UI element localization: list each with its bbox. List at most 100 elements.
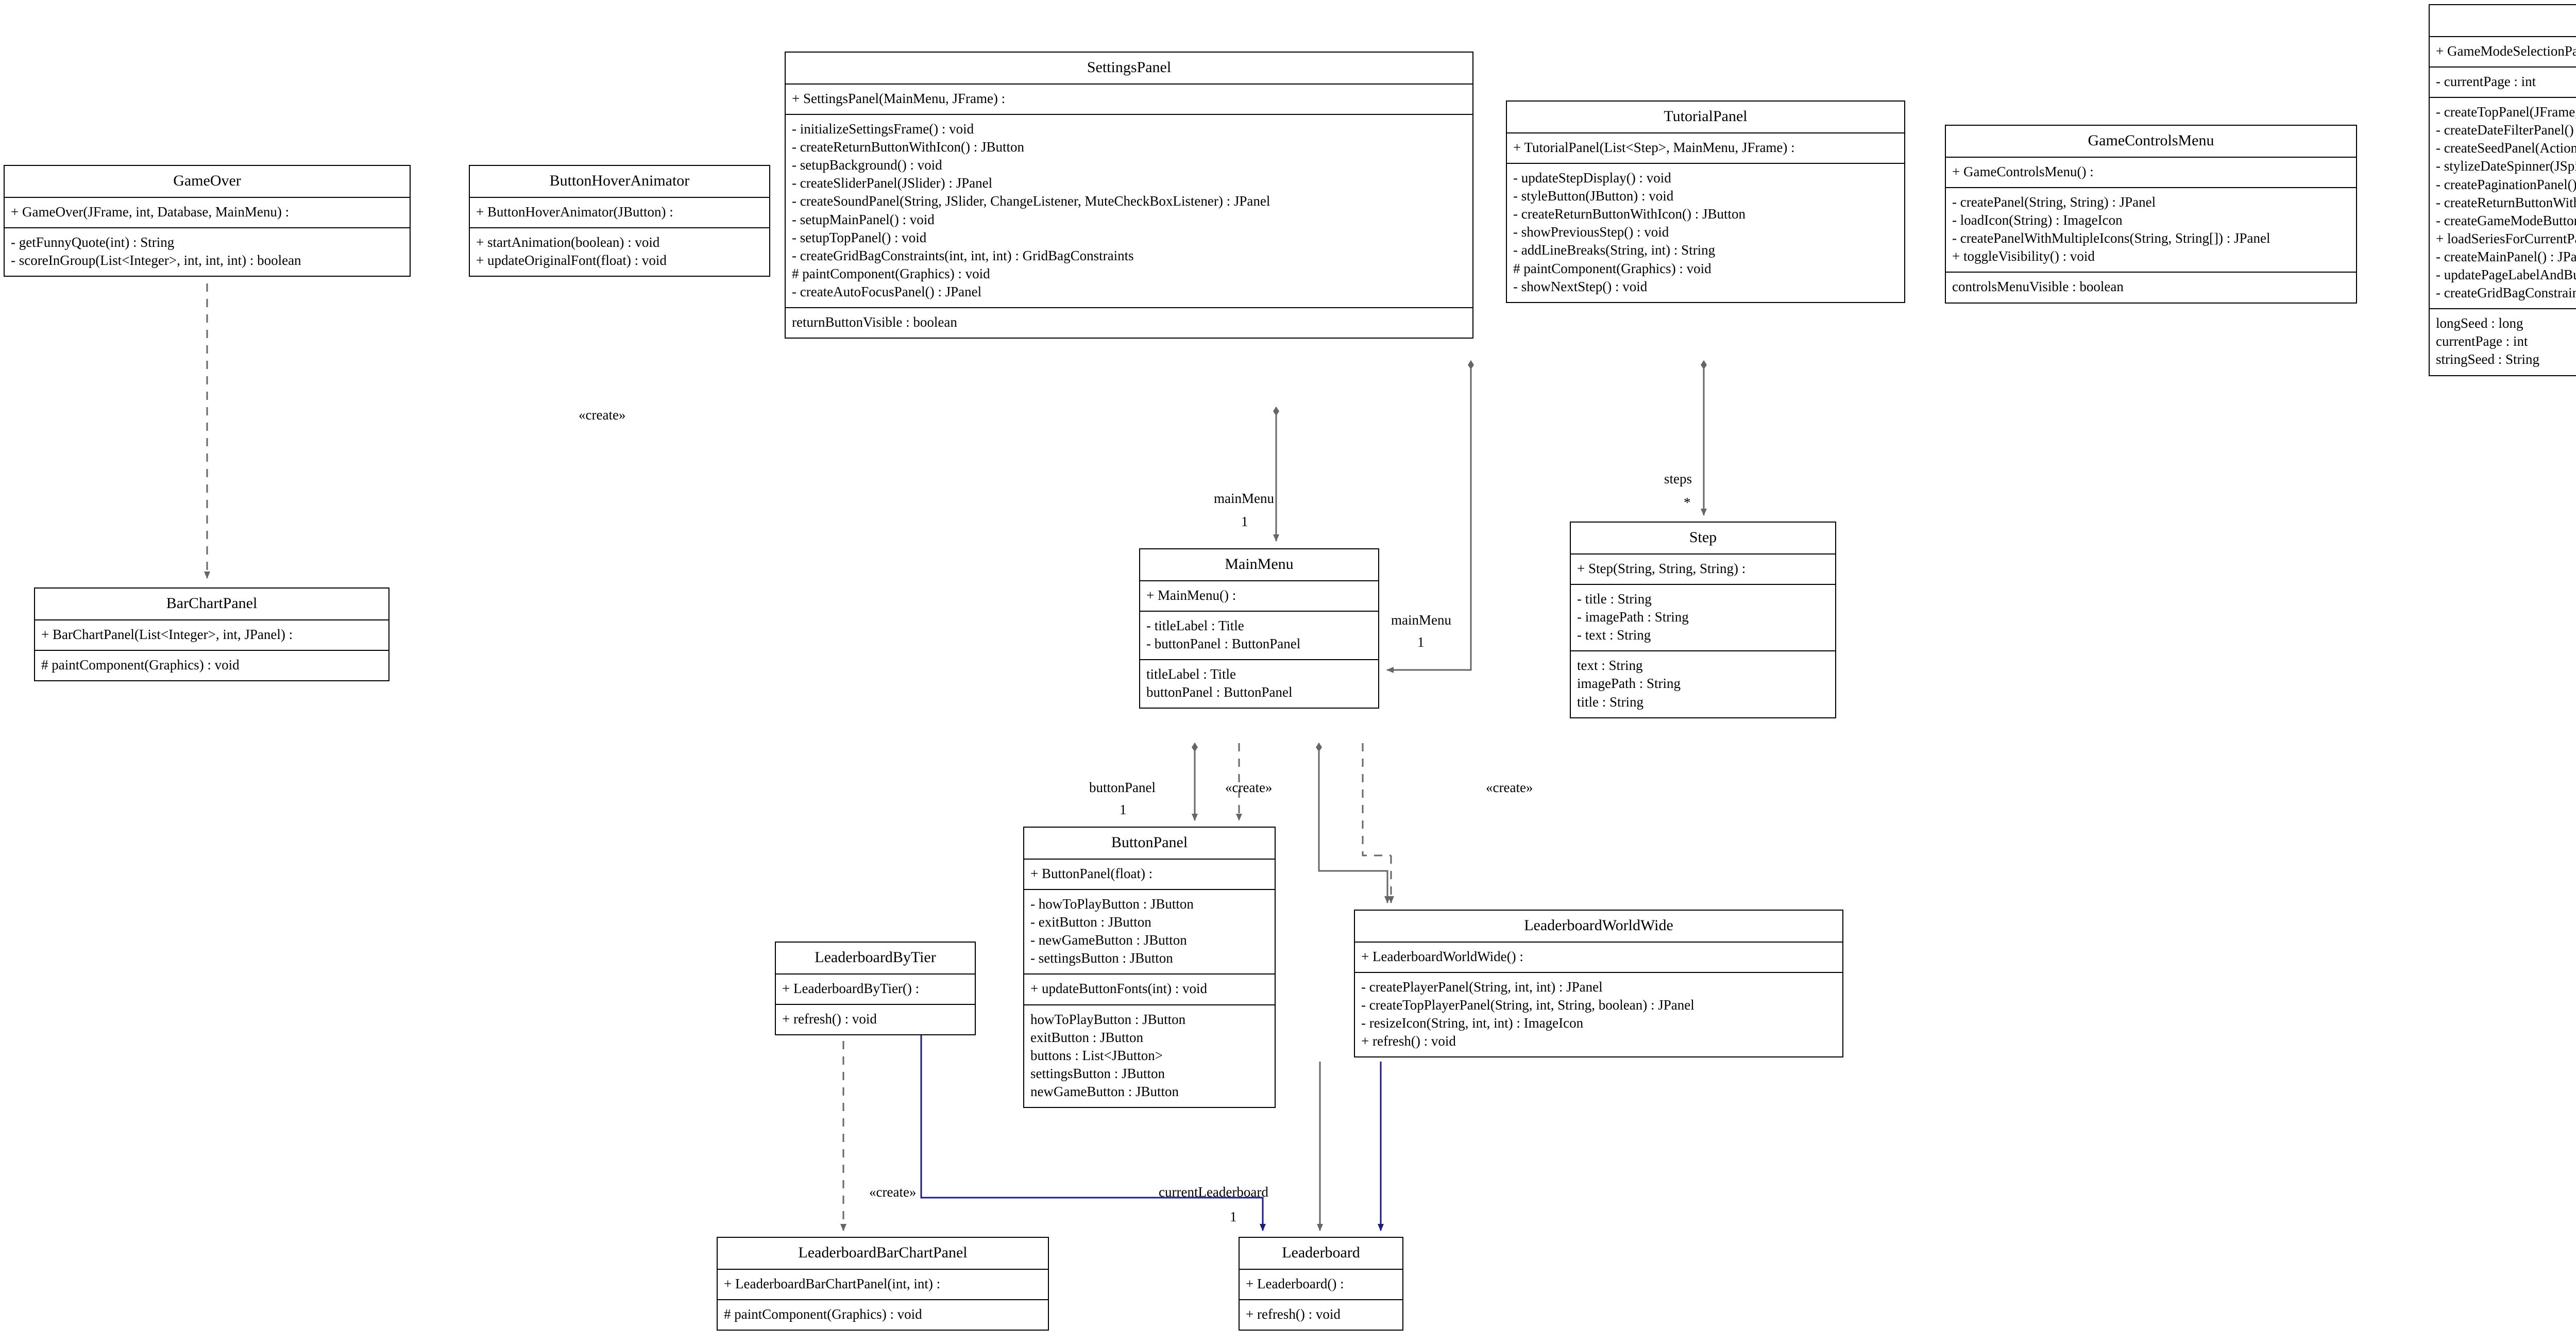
class-name-leaderboardworldwide: LeaderboardWorldWide [1355,911,1842,943]
class-member-row: - createTopPlayerPanel(String, int, Stri… [1361,997,1694,1013]
class-member-row: + TutorialPanel(List<Step>, MainMenu, JF… [1513,140,1795,155]
class-member-row: - currentPage : int [2436,74,2536,90]
class-compartment-leaderboardworldwide-constructors: + LeaderboardWorldWide() : [1355,943,1842,973]
class-member-row: - createTopPanel(JFrame, MainMenu) : JPa… [2436,104,2576,120]
class-member-row: - settingsButton : JButton [1030,950,1173,966]
class-member-row: - updatePageLabelAndButtons(int, int) : … [2436,267,2576,283]
class-name-buttonpanel: ButtonPanel [1024,828,1275,860]
class-box-gamecontrolsmenu[interactable]: GameControlsMenu + GameControlsMenu() : - … [1945,125,2357,304]
class-compartment-step-constructors: + Step(String, String, String) : [1571,555,1835,585]
class-member-row: # paintComponent(Graphics) : void [1513,260,1711,276]
class-member-row: howToPlayButton : JButton [1030,1011,1186,1027]
class-compartment-leaderboardbytier-constructors: + LeaderboardByTier() : [776,975,975,1005]
class-box-gameover[interactable]: GameOver + GameOver(JFrame, int, Database… [4,165,411,277]
class-compartment-leaderboardbarchartpanel-methods: # paintComponent(Graphics) : void [718,1300,1048,1330]
class-member-row: - title : String [1577,591,1652,607]
class-box-buttonpanel[interactable]: ButtonPanel + ButtonPanel(float) : - howTo… [1023,827,1276,1108]
class-member-row: - createPanelWithMultipleIcons(String, S… [1952,230,2270,246]
class-member-row: - setupTopPanel() : void [792,229,927,245]
class-name-gamecontrolsmenu: GameControlsMenu [1946,126,2356,158]
class-compartment-settingspanel-methods: - initializeSettingsFrame() : void- crea… [786,115,1472,309]
class-compartment-mainmenu-fields: - titleLabel : Title- buttonPanel : Butt… [1140,612,1378,661]
class-member-row: - createReturnButtonWithIcon(JFrame, Mai… [2436,194,2576,210]
class-member-row: - exitButton : JButton [1030,914,1151,930]
class-box-mainmenu[interactable]: MainMenu+ MainMenu() :- titleLabel : Tit… [1139,548,1379,709]
class-compartment-settingspanel-fields: returnButtonVisible : boolean [786,308,1472,338]
class-member-row: - createGridBagConstraints(int, int, int… [792,247,1134,263]
edge-label-create-leaderboardbytier-barchart: «create» [869,1184,917,1200]
class-member-row: + ButtonPanel(float) : [1030,866,1153,881]
class-member-row: + refresh() : void [782,1011,877,1027]
class-member-row: + refresh() : void [1246,1306,1341,1322]
edge-label-mainmenu-tutorial-multiplicity: 1 [1417,634,1425,650]
class-member-row: - createReturnButtonWithIcon() : JButton [792,139,1025,155]
class-name-leaderboardbytier: LeaderboardByTier [776,943,975,975]
class-member-row: + refresh() : void [1361,1033,1456,1049]
class-member-row: returnButtonVisible : boolean [792,314,957,330]
class-member-row: settingsButton : JButton [1030,1065,1165,1081]
class-compartment-gameover-methods: - getFunnyQuote(int) : String- scoreInGr… [5,228,410,276]
class-member-row: - updateStepDisplay() : void [1513,170,1671,186]
class-member-row: + GameControlsMenu() : [1952,164,2094,179]
edge-label-mainmenu-tutorial: mainMenu [1391,612,1451,628]
class-member-row: + SettingsPanel(MainMenu, JFrame) : [792,91,1006,106]
class-name-leaderboard: Leaderboard [1240,1238,1402,1270]
class-name-step: Step [1571,523,1835,555]
class-member-row: titleLabel : Title [1146,666,1236,682]
class-member-row: - createMainPanel() : JPanel [2436,248,2576,264]
class-box-leaderboardbytier[interactable]: LeaderboardByTier+ LeaderboardByTier() :… [775,942,976,1036]
class-compartment-leaderboardworldwide-methods: - createPlayerPanel(String, int, int) : … [1355,973,1842,1056]
class-compartment-buttonpanel-methods: + updateButtonFonts(int) : void [1024,975,1275,1005]
edge-label-currentleaderboard-multiplicity: 1 [1230,1209,1237,1224]
class-box-barchartpanel[interactable]: BarChartPanel+ BarChartPanel(List<Intege… [34,587,389,682]
class-box-tutorialpanel[interactable]: TutorialPanel+ TutorialPanel(List<Step>,… [1506,100,1905,303]
class-compartment-gamecontrolsmenu-constructors: + GameControlsMenu() : [1946,158,2356,189]
class-member-row: + BarChartPanel(List<Integer>, int, JPan… [41,627,293,642]
class-compartment-gameover-constructors: + GameOver(JFrame, int, Database, MainMe… [5,198,410,229]
edge-label-mainmenu-settings: mainMenu [1214,491,1274,506]
class-compartment-tutorialpanel-methods: - updateStepDisplay() : void- styleButto… [1507,164,1904,302]
class-member-row: - loadIcon(String) : ImageIcon [1952,212,2123,228]
class-member-row: text : String [1577,658,1643,674]
class-member-row: - createDateFilterPanel() : JPanel [2436,122,2576,138]
class-compartment-leaderboardbytier-methods: + refresh() : void [776,1005,975,1034]
class-box-settingspanel[interactable]: SettingsPanel+ SettingsPanel(MainMenu, J… [785,52,1473,339]
class-member-row: - titleLabel : Title [1146,618,1244,634]
class-member-row: exitButton : JButton [1030,1029,1144,1045]
class-box-step[interactable]: Step+ Step(String, String, String) : - ti… [1570,522,1836,718]
class-name-gameover: GameOver [5,166,410,198]
class-member-row: + GameOver(JFrame, int, Database, MainMe… [11,204,290,220]
class-box-leaderboardbarchartpanel[interactable]: LeaderboardBarChartPanel+ LeaderboardBar… [717,1237,1049,1331]
class-member-row: - createPanel(String, String) : JPanel [1952,194,2156,210]
class-member-row: title : String [1577,694,1644,710]
class-compartment-barchartpanel-methods: # paintComponent(Graphics) : void [35,651,388,680]
class-member-row: - createPlayerPanel(String, int, int) : … [1361,979,1603,995]
class-compartment-buttonhoveranimator-methods: + startAnimation(boolean) : void+ update… [470,228,769,276]
class-member-row: + MainMenu() : [1146,587,1236,603]
edge-label-mainmenu-settings-multiplicity: 1 [1241,514,1248,529]
class-member-row: # paintComponent(Graphics) : void [792,265,990,281]
class-member-row: # paintComponent(Graphics) : void [724,1306,922,1322]
class-name-buttonhoveranimator: ButtonHoverAnimator [470,166,769,198]
class-box-leaderboard[interactable]: Leaderboard+ Leaderboard() :+ refresh() … [1239,1237,1403,1331]
class-member-row: buttons : List<JButton> [1030,1047,1163,1063]
class-compartment-gamecontrolsmenu-fields: controlsMenuVisible : boolean [1946,273,2356,302]
class-member-row: - addLineBreaks(String, int) : String [1513,242,1716,258]
class-member-row: + GameModeSelectionPanel(ActionListener,… [2436,43,2576,59]
class-member-row: - howToPlayButton : JButton [1030,896,1194,912]
class-compartment-buttonhoveranimator-constructors: + ButtonHoverAnimator(JButton) : [470,198,769,229]
class-box-gamemodeselectionpanel[interactable]: GameModeSelectionPanel+ GameModeSelectio… [2429,4,2576,376]
class-box-buttonhoveranimator[interactable]: ButtonHoverAnimator+ ButtonHoverAnimator… [469,165,770,277]
edge-label-buttonpanel: buttonPanel [1089,780,1156,795]
class-compartment-tutorialpanel-constructors: + TutorialPanel(List<Step>, MainMenu, JF… [1507,133,1904,164]
class-compartment-buttonpanel-fields: howToPlayButton : JButton exitButton : JB… [1024,1005,1275,1107]
class-box-leaderboardworldwide[interactable]: LeaderboardWorldWide+ LeaderboardWorldWi… [1354,910,1843,1058]
class-member-row: - text : String [1577,627,1651,643]
class-member-row: # paintComponent(Graphics) : void [41,657,240,673]
class-compartment-gamemodeselectionpanel-methods: - createTopPanel(JFrame, MainMenu) : JPa… [2430,98,2576,310]
class-compartment-leaderboard-methods: + refresh() : void [1240,1300,1402,1330]
class-compartment-barchartpanel-constructors: + BarChartPanel(List<Integer>, int, JPan… [35,620,388,651]
class-member-row: - createGameModeButton(String, ActionLis… [2436,212,2576,228]
class-member-row: + loadSeriesForCurrentPage() : void [2436,230,2576,246]
